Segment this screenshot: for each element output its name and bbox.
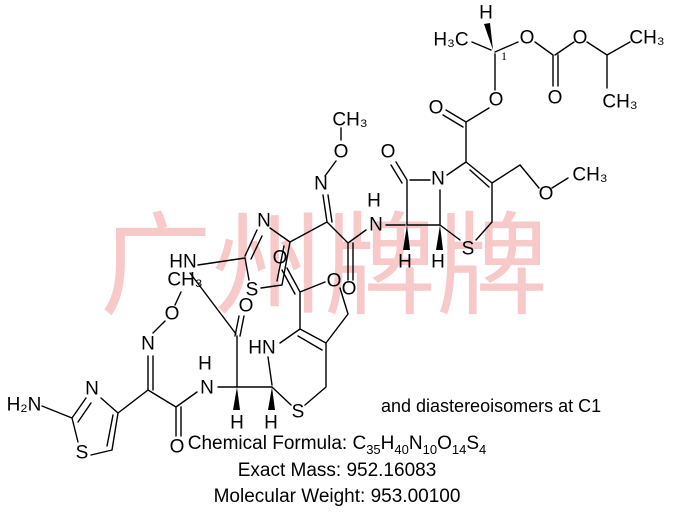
wedge-bond [484, 23, 493, 50]
atom-label: H [479, 3, 493, 24]
atom-label: H [431, 252, 445, 273]
atom-label: H [230, 413, 244, 434]
atom-label: N [200, 378, 214, 399]
atom-label: O [548, 88, 563, 109]
atom-label: H [367, 191, 381, 212]
atom-label: CH₃ [167, 270, 202, 291]
atom-labels: H H₃C 1 O O O CH₃ CH₃ O O O N S H H O CH… [7, 3, 665, 464]
formula-label: Chemical Formula: [188, 433, 353, 454]
atom-label: O [239, 296, 254, 317]
atom-label: N [369, 215, 383, 236]
atom-label: N [257, 211, 271, 232]
chemical-formula: Chemical Formula: C35H40N10O14S4 [188, 433, 487, 457]
atom-label: O [170, 437, 185, 458]
atom-label: O [342, 279, 357, 300]
atom-label: H [264, 413, 278, 434]
wedge-bond [436, 225, 443, 250]
atom-label: O [429, 98, 444, 119]
formula-subscript: 14 [452, 442, 466, 457]
formula-element: C [352, 433, 366, 454]
atom-label: N [314, 174, 328, 195]
bonds [41, 23, 631, 456]
atom-label: O [165, 304, 180, 325]
atom-label: O [334, 142, 349, 163]
atom-label: O [539, 184, 554, 205]
atom-label: CH₃ [332, 110, 367, 131]
formula-element: O [437, 433, 452, 454]
formula-element: S [466, 433, 479, 454]
formula-subscript: 40 [394, 442, 408, 457]
atom-label: CH₃ [629, 28, 664, 49]
atom-label: H [398, 252, 412, 273]
formula-element: N [409, 433, 423, 454]
molecular-weight: Molecular Weight: 953.00100 [214, 486, 461, 507]
wedge-bond [268, 387, 275, 410]
formula-element: H [381, 433, 395, 454]
atom-label: S [462, 239, 475, 260]
atom-label: S [76, 443, 89, 464]
stereocenter-locant: 1 [501, 49, 507, 63]
formula-subscript: 35 [366, 442, 380, 457]
atom-label: O [573, 28, 588, 49]
atom-label: H₃C [433, 30, 468, 51]
isomer-note: and diastereoisomers at C1 [381, 396, 601, 416]
atom-label: HN [169, 252, 196, 273]
formula-subscript: 10 [423, 442, 437, 457]
atom-label: N [431, 169, 445, 190]
atom-label: O [520, 28, 535, 49]
atom-label: O [381, 142, 396, 163]
atom-label: S [246, 280, 259, 301]
atom-label: HN [248, 338, 275, 359]
wedge-bond [233, 387, 240, 410]
atom-label: N [141, 334, 155, 355]
atom-label: O [327, 271, 342, 292]
atom-label: S [292, 402, 305, 423]
formula-subscript: 4 [479, 442, 486, 457]
atom-label: CH₃ [572, 165, 607, 186]
atom-label: H [198, 354, 212, 375]
atom-label: CH₃ [602, 92, 637, 113]
atom-label: N [85, 379, 99, 400]
atom-label: O [489, 90, 504, 111]
atom-label: O [273, 248, 288, 269]
atom-label: H₂N [7, 395, 42, 416]
exact-mass: Exact Mass: 952.16083 [238, 460, 437, 481]
wedge-bond [403, 225, 410, 250]
